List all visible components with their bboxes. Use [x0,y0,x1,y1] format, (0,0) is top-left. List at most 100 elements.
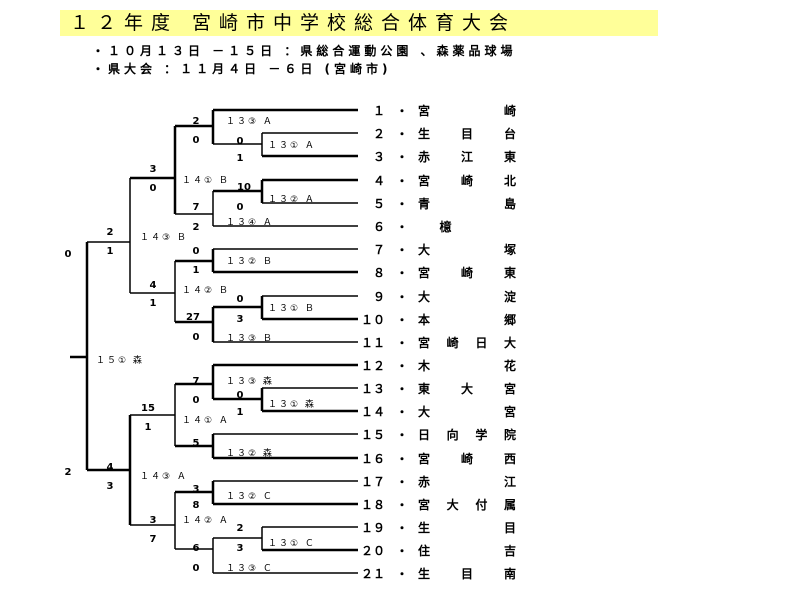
team-number: ５ [373,197,385,211]
match-label: １３① Ｃ [268,539,316,549]
team-name: 宮 崎 東 [418,265,516,280]
separator-dot: ・ [396,127,408,141]
score: 1 [107,246,114,257]
separator-dot: ・ [396,521,408,535]
score: 0 [150,183,157,194]
match-label: １４③ Ａ [140,472,188,482]
team-number: ２０ [361,544,385,558]
team-number: ３ [373,150,385,164]
team-number: ４ [373,174,385,188]
separator-dot: ・ [396,567,408,581]
score: 3 [237,543,244,554]
separator-dot: ・ [396,336,408,350]
match-label: １５① 森 [96,354,144,366]
separator-dot: ・ [396,359,408,373]
team-name: 赤 江 東 [418,149,516,164]
score: 0 [237,390,244,401]
score: 7 [150,534,157,545]
score: 3 [150,164,157,175]
team-number: １３ [361,382,385,396]
match-label: １４① Ｂ [182,176,230,186]
team-name: 青 島 [418,196,516,211]
score: 0 [193,563,200,574]
team-number: １１ [361,336,385,350]
separator-dot: ・ [396,174,408,188]
match-label: １３③ Ｂ [226,334,274,344]
team-name: 生 目 南 [418,566,516,581]
round4-connectors [87,178,132,525]
score: 1 [193,265,200,276]
team-name: 檍 [418,219,473,234]
page-title: １２年度 宮崎市中学校総合体育大会 [70,12,517,34]
team-name: 大 宮 [418,404,516,419]
score: 10 [237,182,251,193]
score: 4 [107,462,114,473]
separator-dot: ・ [396,104,408,118]
score: 5 [193,438,200,449]
separator-dot: ・ [396,266,408,280]
match-label: １３② 森 [226,447,274,459]
match-label: １３② Ａ [268,195,316,205]
match-label: １３③ Ａ [226,117,274,127]
team-name: 東 大 宮 [418,381,516,396]
team-number: １７ [361,475,385,489]
round3-connectors [130,126,177,549]
team-name: 生 目 台 [418,126,516,141]
team-name: 宮崎日大 [418,335,516,350]
team-name: 大 淀 [418,289,517,304]
separator-dot: ・ [396,475,408,489]
match-label: １３④ Ａ [226,218,274,228]
score: 1 [150,298,157,309]
match-label: １４① Ａ [182,416,230,426]
team-number: ２ [373,127,385,141]
score: 2 [193,222,200,233]
score: 6 [193,543,200,554]
separator-dot: ・ [396,243,408,257]
team-number: １２ [361,359,385,373]
score: 7 [193,376,200,387]
match-label: １３① 森 [268,398,316,410]
team-names: 宮 崎 生 目 台 赤 江 東 宮 崎 北 青 島 檍 大 塚 宮 崎 東 大 … [417,103,517,581]
match-label: １４② Ｂ [182,286,230,296]
match-label: １４③ Ｂ [140,233,188,243]
team-number: ２１ [361,567,385,581]
team-name: 日向学院 [418,427,516,442]
round2-connectors [175,110,215,573]
separator-dot: ・ [396,405,408,419]
separator-dot: ・ [396,544,408,558]
match-label: １４② Ａ [182,516,230,526]
score: 0 [237,136,244,147]
score: 3 [237,314,244,325]
score: 3 [150,515,157,526]
match-label: １３③ Ｃ [226,564,274,574]
team-number: １０ [361,313,385,327]
score: 2 [107,227,114,238]
score: 0 [65,249,72,260]
score: 2 [237,523,244,534]
score: 1 [237,407,244,418]
team-name: 木 花 [417,358,516,373]
separator-dot: ・ [396,498,408,512]
team-number: ６ [373,220,385,234]
score: 4 [150,280,157,291]
match-label: １３② Ｂ [226,257,274,267]
separator-dot: ・ [396,382,408,396]
team-dots: ・・・ ・・・ ・・・ ・・・ ・・・ ・・・ ・・・ [396,104,408,581]
match-label: １３③ 森 [226,375,274,387]
match-label: １３① Ａ [268,141,316,151]
team-lines [213,108,358,574]
info-line-prefectural: ・県大会 ：１１月４日 －６日 (宮崎市) [92,62,392,76]
match-label: １３② Ｃ [226,492,274,502]
separator-dot: ・ [396,220,408,234]
score: 0 [193,395,200,406]
score: 0 [237,202,244,213]
team-number: １８ [361,498,385,512]
team-name: 宮 崎 [418,103,516,118]
match-label: １３① Ｂ [268,304,316,314]
score: 15 [141,403,155,414]
team-name: 宮 崎 西 [418,451,516,466]
team-number: １９ [361,521,385,535]
separator-dot: ・ [396,197,408,211]
separator-dot: ・ [396,452,408,466]
